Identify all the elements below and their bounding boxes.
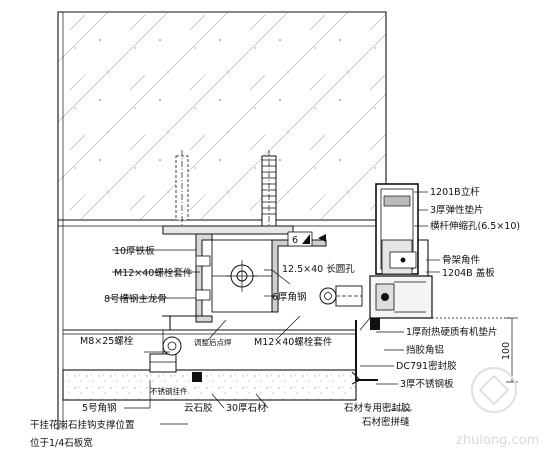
label-mullion: 1201B立杆 [430,186,480,198]
label-sealant: DC791密封胶 [396,360,457,372]
label-cover-plate: 1204B 盖板 [442,267,495,279]
label-iron-plate: 10厚铁板 [114,245,155,257]
label-elastic-pad: 3厚弹性垫片 [430,204,484,216]
dimension-6: 6 [287,231,326,247]
label-expansion-hole: 横杆伸缩孔(6.5×10) [430,220,520,232]
label-bolt-set-bottom: M12×40螺栓套件 [254,336,333,348]
stone-hanger [149,330,202,382]
label-support-pos-1: 干挂花岗石挂钩支撑位置 [30,419,135,431]
label-100: 100 [501,342,512,360]
annotation-labels: 1201B立杆 3厚弹性垫片 横杆伸缩孔(6.5×10) 骨架角件 1204B … [30,186,520,449]
label-marble-glue: 云石胶 [184,402,213,414]
label-slot-hole: 12.5×40 长圆孔 [282,263,355,275]
leader-lines [106,191,440,425]
elastic-pad [359,317,380,331]
label-angle-steel-6: 6厚角钢 [272,291,307,303]
label-angle-steel-5: 5号角钢 [82,402,117,414]
label-channel-steel: 8号槽钢主龙骨 [104,293,167,305]
stone-panel [62,329,357,401]
label-support-pos-2: 位于1/4石板宽 [30,437,93,449]
label-stainless-hanger: 不锈钢挂件 [150,386,188,396]
cover-plate [369,275,433,319]
concrete-slab [57,11,387,430]
anchor-bolt-right [261,150,277,232]
iron-plate [162,225,294,235]
anchor-bolt-left [175,150,189,232]
label-weld-after-adjust: 调整后点焊 [194,337,232,347]
watermark-logo: zhulong.com [456,367,539,448]
bolt-m12-side [319,285,363,307]
label-glue-angle-al: 挡胶角铝 [406,344,444,356]
label-bolt-set-top: M12×40螺栓套件 [114,267,193,279]
label-stainless-plate: 3厚不锈钢板 [400,378,454,390]
label-bolt-m8: M8×25螺栓 [80,335,134,347]
watermark-text: zhulong.com [456,433,539,448]
label-stone-joint: 石材密拼缝 [362,416,410,428]
angle-steel-5 [162,315,212,330]
dimension-100: 100 [380,317,518,383]
label-stone-30: 30厚石材 [226,402,267,414]
label-six: 6 [292,235,298,246]
bolt-m12-top [195,255,258,301]
mullion-profile [375,183,429,281]
label-rubber-pad: 1厚耐热硬质有机垫片 [406,326,498,338]
label-frame-corner: 骨架角件 [442,254,481,266]
label-stone-sealant: 石材专用密封胶 [344,402,411,414]
